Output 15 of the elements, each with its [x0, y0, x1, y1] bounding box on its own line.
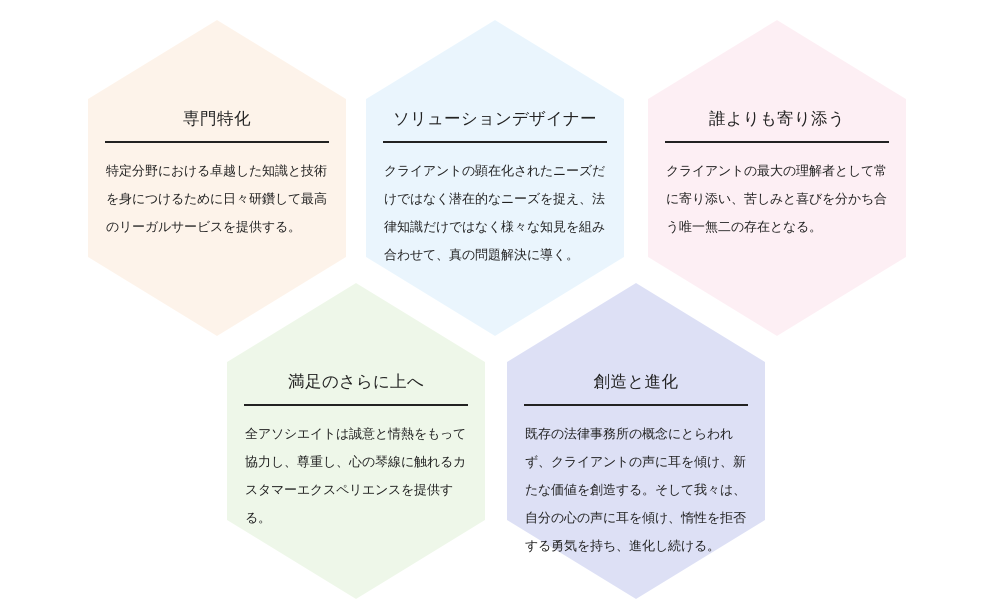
card-title: 専門特化 [182, 108, 252, 130]
card-title: ソリューションデザイナー [392, 108, 598, 130]
card-text: 全アソシエイトは誠意と情熱をもって協力し、尊重し、心の琴線に触れるカスタマーエクスペリエンスを提供する。 [245, 426, 467, 528]
card-text: クライアントの顕在化されたニーズだけではなく潜在的なニーズを捉え、法律知識だけではなく様々な知見を組み合わせて、真の問題解決に導く。 [384, 163, 606, 265]
card-text: 既存の法律事務所の概念にとらわれず、クライアントの声に耳を傾け、新たな価値を創造する。そして我々は、自分の心の声に耳を傾け、惰性を拒否する勇気を持ち、進化し続ける。 [525, 426, 747, 556]
card-text: 特定分野における卓越した知識と技術を身につけるために日々研鑽して最高のリーガルサービスを提供する。 [106, 163, 328, 237]
card-text: クライアントの最大の理解者として常に寄り添い、苦しみと喜びを分かち合う唯一無二の存在となる。 [666, 163, 888, 237]
hexagon-card [366, 20, 624, 336]
card-title: 満足のさらに上へ [287, 371, 425, 393]
hexagon-card [507, 283, 765, 599]
hexagon-card [227, 283, 485, 599]
card-title: 誰よりも寄り添う [708, 108, 846, 130]
hexagon-card [648, 20, 906, 336]
hexagon-card [88, 20, 346, 336]
card-title: 創造と進化 [592, 371, 680, 393]
